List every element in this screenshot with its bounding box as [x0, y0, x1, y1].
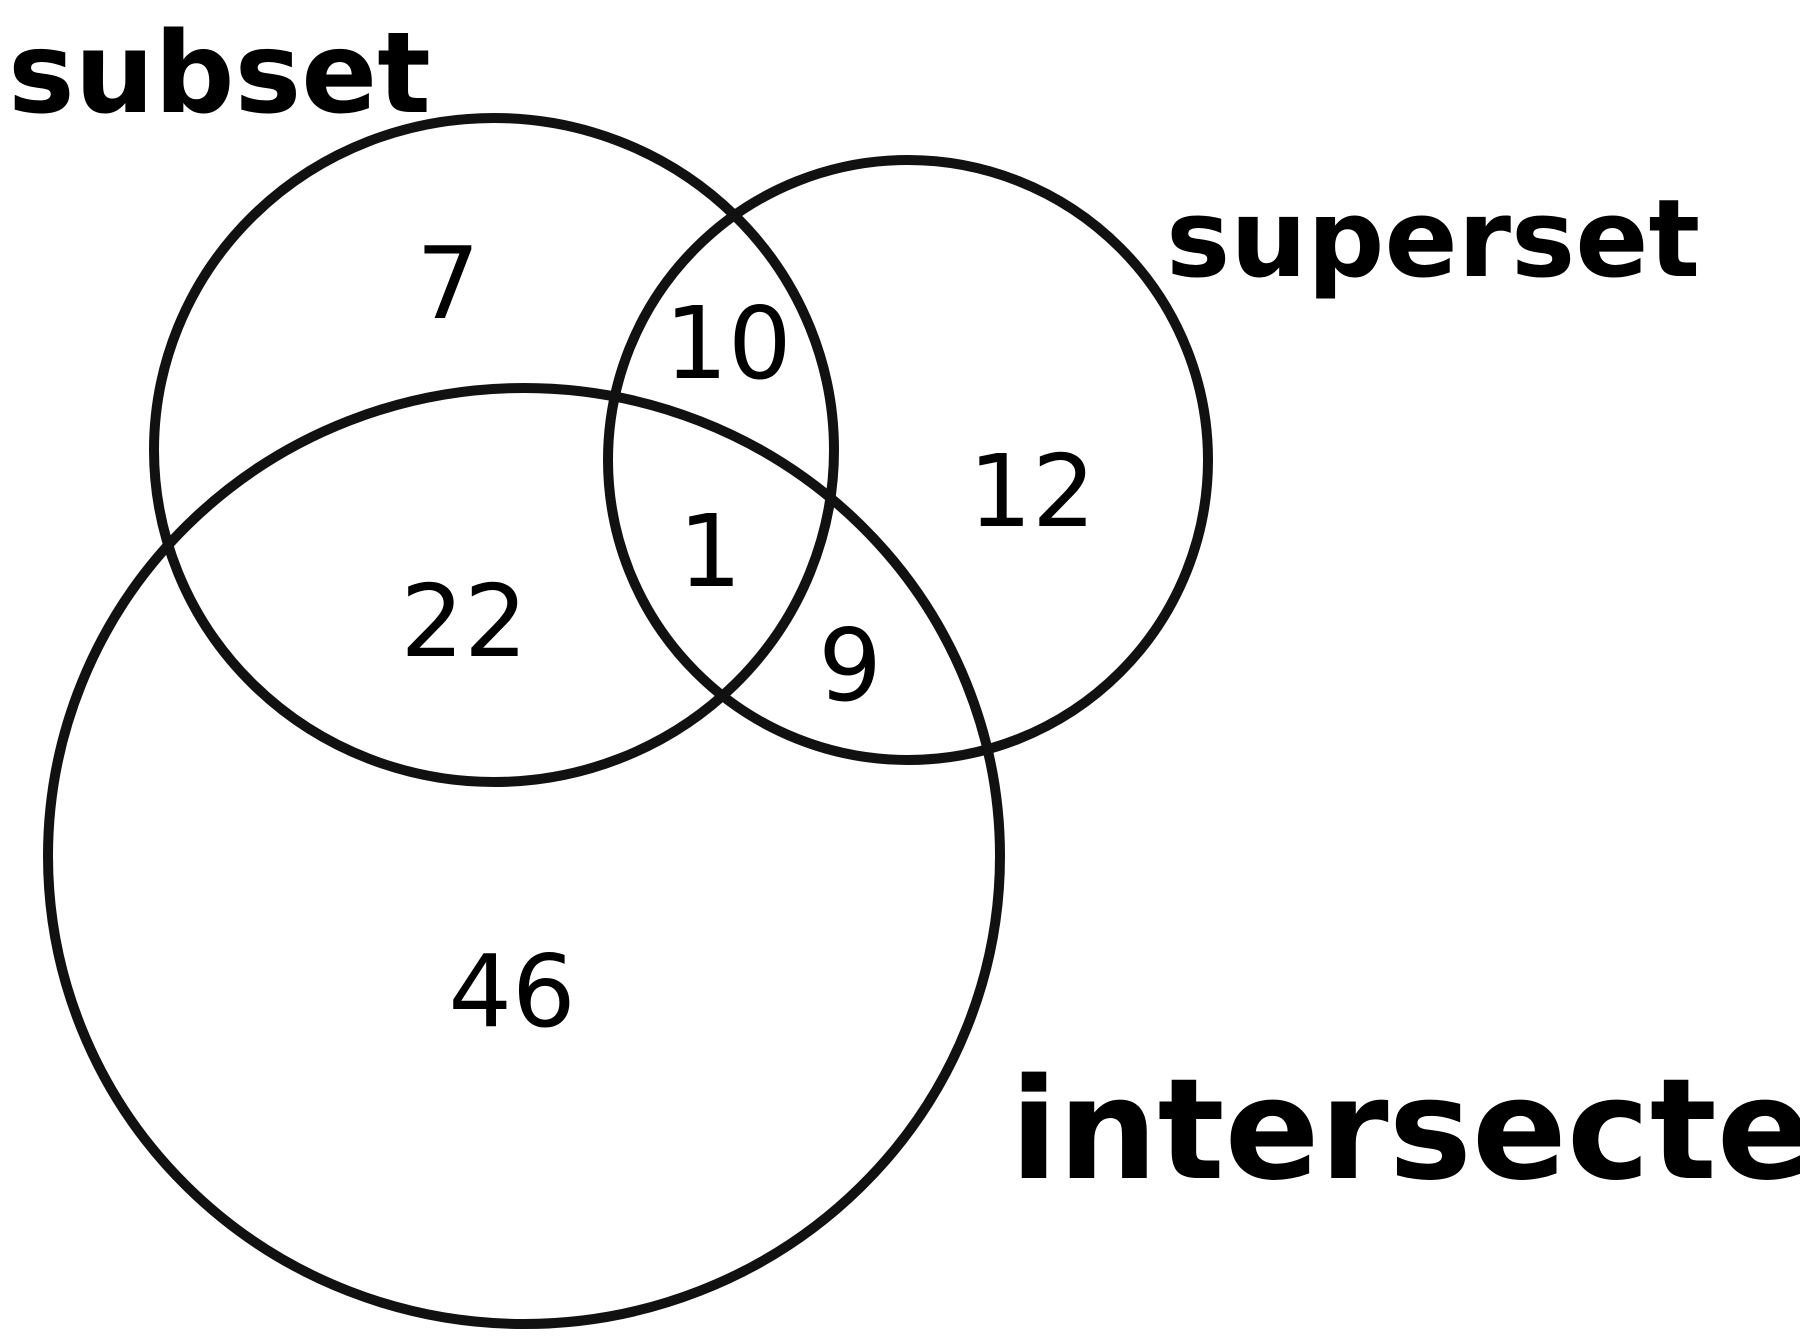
label-superset: superset — [1166, 177, 1700, 302]
circle-superset — [603, 155, 1213, 765]
count-subset-intersected: 22 — [400, 563, 527, 680]
count-subset-only: 7 — [416, 225, 480, 342]
count-superset-intersected: 9 — [818, 607, 882, 724]
label-intersected: intersected — [1010, 1049, 1800, 1212]
count-superset-only: 12 — [968, 433, 1095, 550]
count-subset-superset: 10 — [664, 285, 791, 402]
circle-intersected — [43, 383, 1005, 1329]
label-subset: subset — [8, 9, 431, 139]
count-intersected-only: 46 — [448, 933, 575, 1050]
circle-subset — [149, 113, 839, 787]
count-all-three: 1 — [678, 493, 742, 610]
